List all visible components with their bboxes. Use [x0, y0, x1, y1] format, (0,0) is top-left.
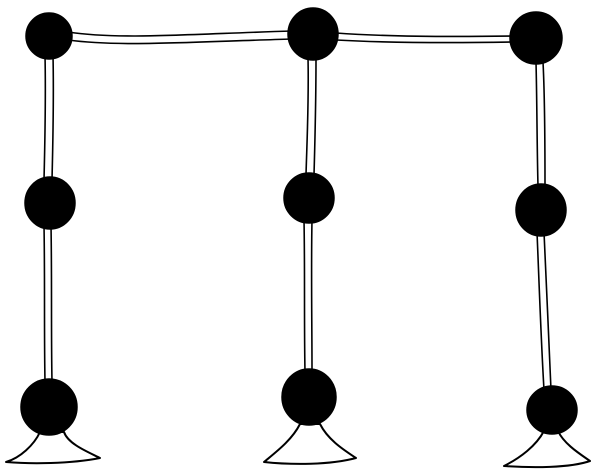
- footings: [6, 424, 590, 467]
- joint-left-top: [26, 13, 72, 59]
- joint-left-middle: [25, 177, 75, 229]
- footing-left: [6, 432, 100, 463]
- beam-span-right: [336, 33, 514, 43]
- column-left-lower: [44, 225, 52, 382]
- beam-span-left: [68, 31, 292, 44]
- joint-left-bottom: [21, 379, 77, 435]
- footing-middle: [264, 424, 356, 464]
- joints: [21, 8, 577, 435]
- column-middle-upper: [306, 58, 316, 175]
- column-right-upper: [536, 62, 545, 186]
- joint-right-middle: [516, 184, 566, 236]
- joint-right-bottom: [527, 386, 577, 434]
- joint-middle-middle: [284, 173, 334, 223]
- joint-middle-bottom: [282, 369, 336, 425]
- columns: [44, 55, 551, 390]
- joint-right-top: [510, 12, 562, 64]
- column-middle-lower: [304, 220, 312, 372]
- footing-right: [504, 431, 590, 467]
- column-left-upper: [44, 55, 53, 180]
- column-right-lower: [537, 232, 551, 390]
- joint-middle-top: [288, 8, 338, 60]
